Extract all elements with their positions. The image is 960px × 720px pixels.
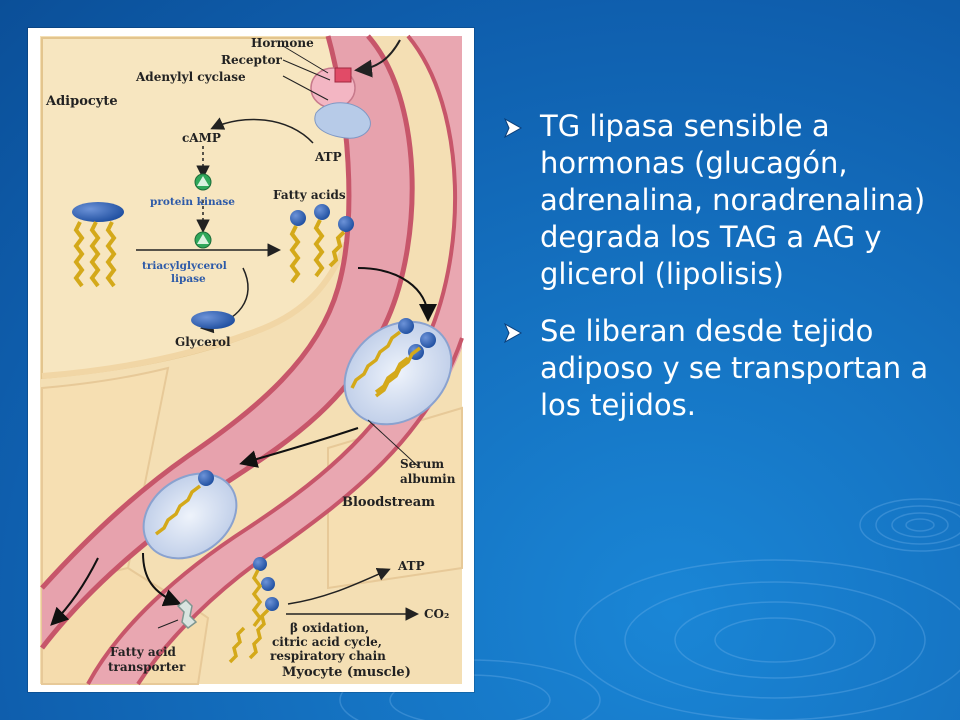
arrow-bullet-icon	[503, 322, 523, 344]
bullet-item-2: Se liberan desde tejido adiposo y se tra…	[500, 313, 940, 424]
myocyte-fatty-acids	[228, 557, 279, 664]
label-camp: cAMP	[182, 131, 221, 145]
arrow-bullet-icon	[503, 117, 523, 139]
label-beta-ox-1: β oxidation,	[290, 621, 369, 635]
label-receptor: Receptor	[221, 53, 282, 67]
label-hormone: Hormone	[251, 36, 314, 50]
bullet-list: TG lipasa sensible a hormonas (glucagón,…	[500, 108, 940, 444]
label-adipocyte: Adipocyte	[45, 94, 118, 109]
label-atp-bottom: ATP	[397, 559, 425, 573]
label-tag-lipase-1: triacylglycerol	[142, 260, 227, 272]
bullet-text-2: Se liberan desde tejido adiposo y se tra…	[540, 314, 929, 422]
receptor-complex	[310, 67, 371, 139]
triacylglycerol-molecule	[72, 202, 124, 288]
free-fatty-acids	[289, 204, 354, 284]
bullet-text-1: TG lipasa sensible a hormonas (glucagón,…	[540, 109, 926, 291]
label-beta-ox-2: citric acid cycle,	[272, 635, 382, 649]
label-bloodstream: Bloodstream	[342, 495, 435, 510]
label-protein-kinase: protein kinase	[150, 196, 235, 208]
label-atp-top: ATP	[314, 150, 342, 164]
label-beta-ox-3: respiratory chain	[270, 649, 386, 663]
label-fa-transporter-2: transporter	[108, 660, 186, 674]
label-fatty-acids: Fatty acids	[273, 188, 346, 202]
label-co2: CO₂	[424, 607, 449, 621]
label-serum: Serum	[400, 457, 444, 471]
bullet-item-1: TG lipasa sensible a hormonas (glucagón,…	[500, 108, 940, 293]
label-myocyte: Myocyte (muscle)	[282, 665, 411, 680]
label-fa-transporter-1: Fatty acid	[110, 645, 177, 659]
label-tag-lipase-2: lipase	[171, 273, 206, 285]
label-glycerol: Glycerol	[175, 335, 231, 349]
serum-albumin-1	[343, 318, 453, 426]
lipolysis-diagram: Hormone Receptor Adenylyl cyclase Adipoc…	[28, 28, 474, 692]
label-adenylyl-cyclase: Adenylyl cyclase	[135, 70, 246, 84]
serum-albumin-2	[142, 470, 238, 560]
label-albumin: albumin	[400, 472, 456, 486]
blood-vessel	[42, 36, 413, 648]
fatty-acid-transporter	[176, 599, 198, 629]
